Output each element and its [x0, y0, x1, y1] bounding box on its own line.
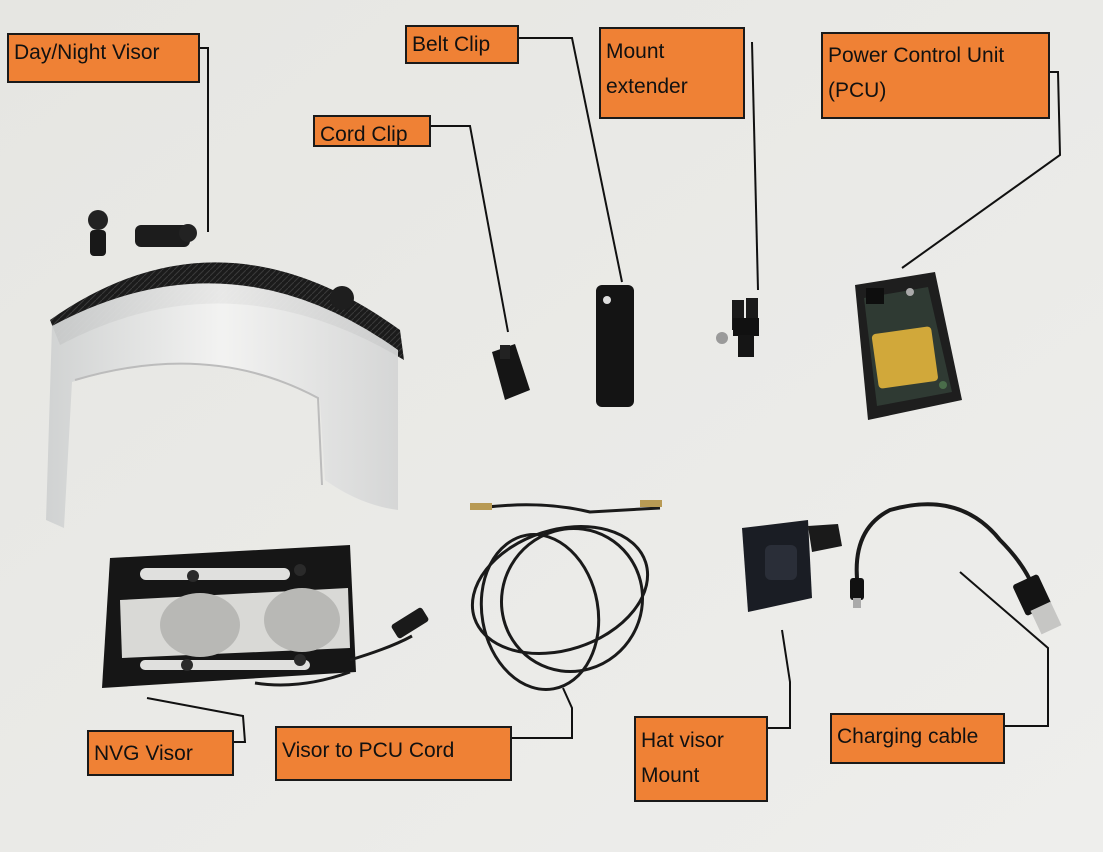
cord-clip-item [492, 344, 530, 400]
label-cord-clip: Cord Clip [313, 115, 431, 147]
leader-hat-visor-mount [765, 629, 791, 729]
leader-pcu [901, 71, 1062, 269]
leader-day-night-visor [200, 47, 209, 232]
label-belt-clip: Belt Clip [405, 25, 519, 64]
leader-belt-clip [518, 37, 623, 283]
leader-lines [146, 37, 1062, 743]
label-pcu: Power Control Unit (PCU) [821, 32, 1050, 119]
visor-to-pcu-cord-item [470, 500, 662, 691]
label-charging-cable: Charging cable [830, 713, 1005, 764]
nvg-visor-item [102, 545, 429, 688]
label-day-night-visor: Day/Night Visor [7, 33, 200, 83]
leader-mount-extender [751, 41, 759, 291]
day-night-visor-item [46, 210, 404, 528]
leader-visor-to-pcu-cord [512, 687, 573, 739]
leader-cord-clip [430, 125, 509, 333]
mount-extender-item [716, 298, 759, 357]
pcu-item [855, 272, 962, 420]
hat-visor-mount-item [742, 520, 842, 612]
label-mount-extender: Mount extender [599, 27, 745, 119]
leader-nvg-visor [146, 697, 247, 743]
label-nvg-visor: NVG Visor [87, 730, 234, 776]
label-hat-visor-mount: Hat visor Mount [634, 716, 768, 802]
leader-charging-cable [959, 571, 1049, 727]
belt-clip-item [596, 285, 634, 407]
label-visor-to-pcu-cord: Visor to PCU Cord [275, 726, 512, 781]
charging-cable-item [850, 502, 1062, 635]
